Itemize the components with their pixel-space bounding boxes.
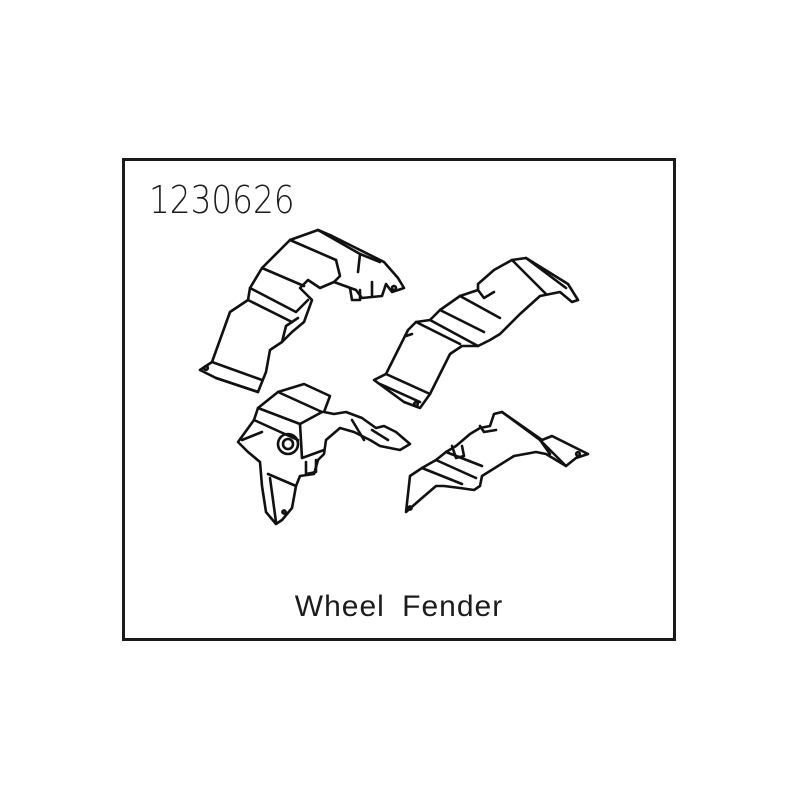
part-number: 1230626 [149, 178, 295, 222]
fender-top-left-drawing [198, 228, 406, 394]
fender-bottom-right-drawing [404, 410, 590, 514]
fender-bottom-left-drawing [236, 382, 412, 526]
fender-top-right-drawing [372, 256, 580, 410]
part-frame: 1230626 Wheel Fender [122, 158, 676, 641]
part-caption: Wheel Fender [294, 590, 504, 623]
